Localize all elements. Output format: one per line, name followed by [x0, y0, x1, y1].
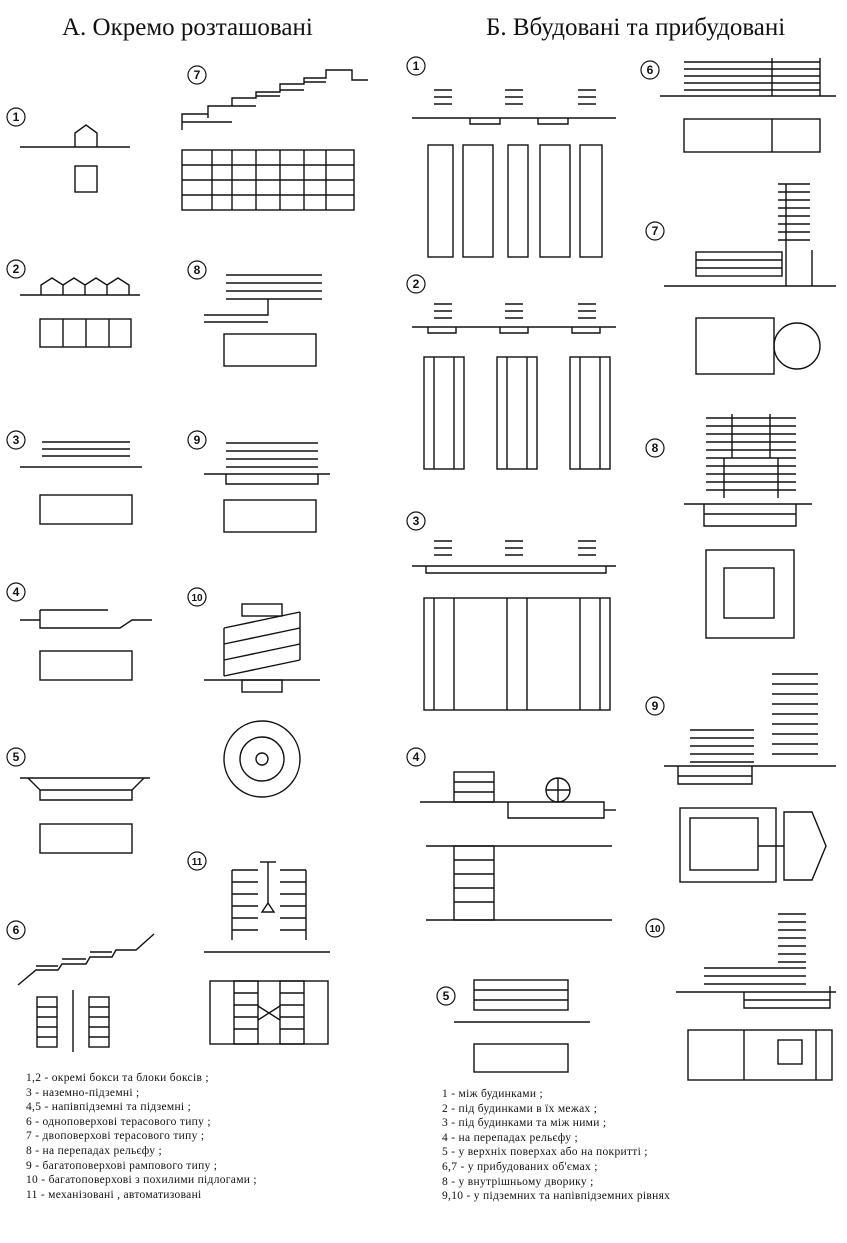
- diagram-a10: [204, 603, 320, 798]
- label-circle-b7: [645, 221, 665, 241]
- legend-right-item: 1 - між будинками ;: [442, 1088, 543, 1100]
- label-b3: 3: [413, 514, 420, 528]
- legend-left-item: 9 - багатоповерхові рампового типу ;: [26, 1159, 218, 1172]
- label-circle-b8: [645, 438, 665, 458]
- label-circle-b3: [406, 511, 426, 531]
- legend-left-item: 6 - одноповерхові терасового типу ;: [26, 1115, 211, 1128]
- legend-right-item: 5 - у верхніх поверхах або на покритті ;: [442, 1146, 648, 1159]
- diagram-a3: [20, 441, 142, 525]
- label-b5: 5: [443, 989, 450, 1003]
- label-b1: 1: [413, 59, 420, 73]
- label-circle-b4: [406, 747, 426, 767]
- label-b2: 2: [413, 277, 420, 291]
- label-b8: 8: [652, 441, 659, 455]
- legend-left-item: 8 - на перепадах рельєфу ;: [26, 1144, 162, 1157]
- legend-left-item: 4,5 - напівпідземні та підземні ;: [26, 1101, 192, 1114]
- legend-left-item: 3 - наземно-підземні ;: [26, 1086, 140, 1099]
- label-circle-a5: [6, 747, 26, 767]
- diagram-b4: [420, 771, 616, 921]
- label-circle-a8: [187, 260, 207, 280]
- legend-left-item: 10 - багатоповерхові з похилими підлогам…: [26, 1174, 257, 1187]
- label-circle-b9: [645, 696, 665, 716]
- label-a1: 1: [13, 110, 20, 124]
- heading-left: А. Окремо розташовані: [62, 14, 313, 41]
- label-circle-b6: [640, 60, 660, 80]
- label-b10: 10: [649, 924, 661, 935]
- label-circle-a1: [6, 107, 26, 127]
- label-b9: 9: [652, 699, 659, 713]
- label-circle-a11: [187, 851, 207, 871]
- diagram-a7: [181, 69, 368, 211]
- diagram-b10: [676, 913, 836, 1081]
- label-a9: 9: [194, 433, 201, 447]
- legend-right-item: 8 - у внутрішньому дворику ;: [442, 1175, 594, 1188]
- diagram-a6: [17, 933, 155, 1052]
- label-a2: 2: [13, 262, 20, 276]
- label-circle-a7: [187, 65, 207, 85]
- label-circle-b5: [436, 986, 456, 1006]
- diagram-a4: [20, 609, 152, 681]
- diagram-b8: [684, 414, 812, 639]
- legend-right-item: 6,7 - у прибудованих об'ємах ;: [442, 1160, 598, 1173]
- diagram-b7: [664, 183, 836, 375]
- legend-left: 1,2 - окремі бокси та блоки боксів ; 3 -…: [26, 1071, 257, 1202]
- label-circle-a2: [6, 259, 26, 279]
- diagram-b1: [412, 89, 616, 258]
- label-a10: 10: [191, 593, 203, 604]
- label-circle-b2: [406, 274, 426, 294]
- diagram-a9: [204, 442, 330, 533]
- label-a8: 8: [194, 263, 201, 277]
- label-a4: 4: [13, 585, 20, 599]
- label-b7: 7: [652, 224, 659, 238]
- legend-right: 1 - між будинками ; 2 - під будинками в …: [442, 1087, 670, 1204]
- label-a6: 6: [13, 923, 20, 937]
- heading-right: Б. Вбудовані та прибудовані: [486, 14, 786, 41]
- label-circle-a3: [6, 430, 26, 450]
- diagram-b6: [660, 58, 836, 153]
- legend-left-item: 11 - механізовані , автоматизовані: [26, 1188, 202, 1201]
- label-circle-a6: [6, 920, 26, 940]
- diagram-a2: [20, 277, 140, 348]
- legend-right-item: 2 - під будинками в їх межах ;: [442, 1102, 598, 1115]
- label-b6: 6: [647, 63, 654, 77]
- label-a7: 7: [194, 68, 201, 82]
- label-circle-b1: [406, 56, 426, 76]
- label-b4: 4: [413, 750, 420, 764]
- label-a3: 3: [13, 433, 20, 447]
- diagram-b5: [454, 979, 590, 1073]
- label-circle-a10: [187, 587, 207, 607]
- legend-right-item: 3 - під будинками та між ними ;: [442, 1117, 607, 1130]
- label-a11: 11: [192, 857, 203, 868]
- legend-right-item: 9,10 - у підземних та напівпідземних рів…: [442, 1190, 671, 1203]
- legend-right-item: 4 - на перепадах рельєфу ;: [442, 1131, 578, 1144]
- diagram-b3: [412, 540, 616, 711]
- label-circle-a4: [6, 582, 26, 602]
- diagram-b9: [664, 673, 836, 883]
- diagram-a1: [20, 124, 130, 193]
- diagram-a11: [204, 861, 330, 1045]
- legend-left-item: 7 - двоповерхові терасового типу ;: [26, 1130, 205, 1143]
- diagram-a8: [204, 274, 322, 367]
- label-circle-b10: [645, 918, 665, 938]
- diagram-b2: [412, 303, 616, 470]
- label-a5: 5: [13, 750, 20, 764]
- legend-left-item: 1,2 - окремі бокси та блоки боксів ;: [26, 1072, 209, 1084]
- label-circle-a9: [187, 430, 207, 450]
- diagram-a5: [20, 777, 150, 854]
